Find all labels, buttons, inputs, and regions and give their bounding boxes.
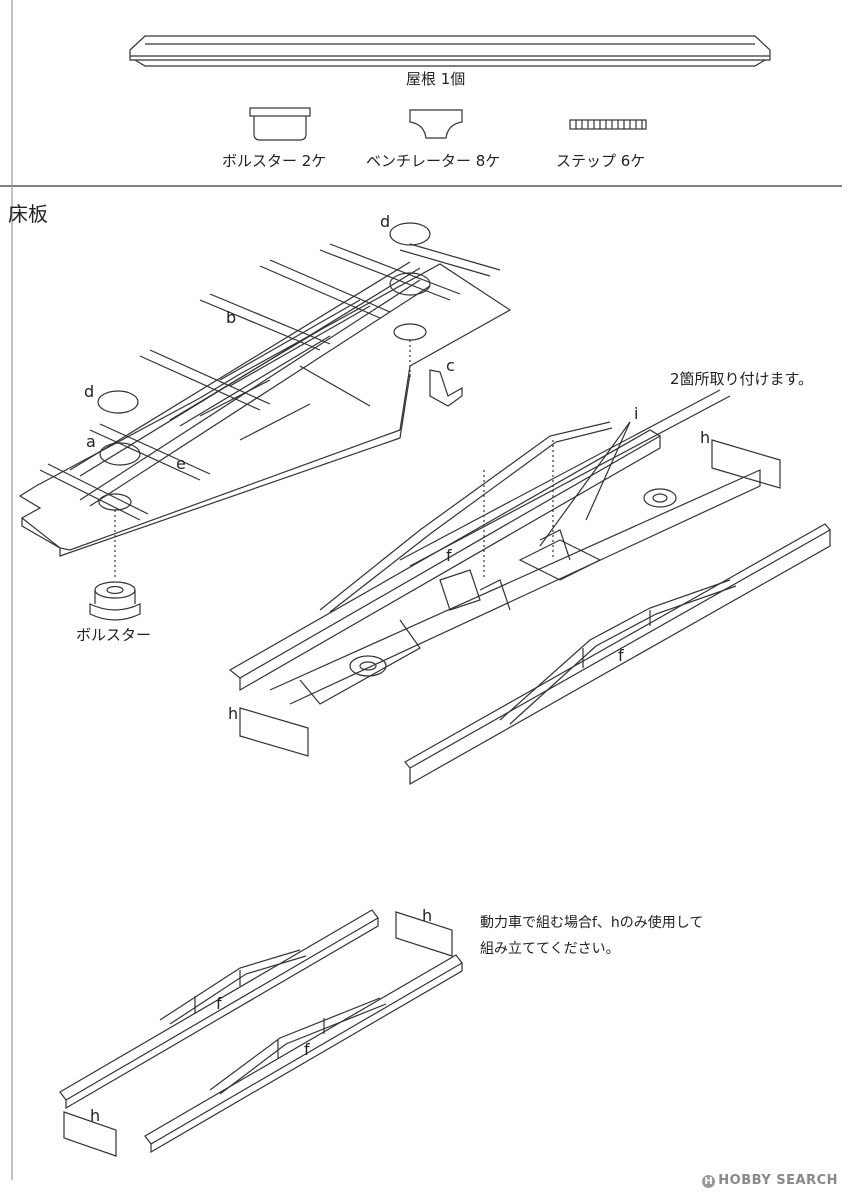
part-label-h-bottom-left: h	[90, 1106, 101, 1125]
step-part	[569, 119, 647, 130]
assembled-frame	[228, 389, 831, 786]
part-label-f-bottom-lower: f	[304, 1040, 310, 1059]
part-label-e: e	[176, 454, 186, 473]
bolster-count-label: ボルスター 2ケ	[222, 152, 327, 170]
part-label-f-lower: f	[618, 646, 624, 665]
bolster-3d	[89, 581, 141, 621]
part-label-h-bottom-right: h	[422, 906, 433, 925]
part-label-c: c	[446, 356, 455, 375]
part-label-d-left: d	[84, 382, 95, 401]
part-label-i: i	[634, 404, 639, 423]
part-label-b: b	[226, 308, 237, 327]
roof-label: 屋根 1個	[406, 70, 466, 88]
bolster-part	[249, 107, 311, 141]
watermark-text: HOBBY SEARCH	[718, 1173, 838, 1188]
section-title: 床板	[8, 202, 48, 226]
part-label-h-right: h	[700, 428, 711, 447]
bolster-callout-label: ボルスター	[76, 626, 152, 644]
watermark-logo-icon: H	[702, 1175, 716, 1188]
part-label-a: a	[86, 432, 96, 451]
ventilator-part	[409, 109, 463, 139]
powered-side-members	[59, 909, 463, 1157]
powered-note-line1: 動力車で組む場合f、hのみ使用して	[480, 915, 704, 931]
ventilator-count-label: ベンチレーター 8ケ	[366, 152, 501, 170]
roof-part	[129, 35, 771, 67]
part-label-h-left: h	[228, 704, 239, 723]
floor-plate	[18, 222, 512, 557]
attach-note: 2箇所取り付けます。	[670, 370, 814, 388]
step-count-label: ステップ 6ケ	[556, 152, 646, 170]
powered-car-note: 動力車で組む場合f、hのみ使用して 組み立ててください。	[480, 910, 703, 962]
part-label-f-upper: f	[446, 546, 452, 565]
part-label-f-bottom-upper: f	[216, 994, 222, 1013]
part-c	[429, 369, 463, 407]
powered-note-line2: 組み立ててください。	[480, 941, 620, 957]
part-label-d-top: d	[380, 212, 391, 231]
